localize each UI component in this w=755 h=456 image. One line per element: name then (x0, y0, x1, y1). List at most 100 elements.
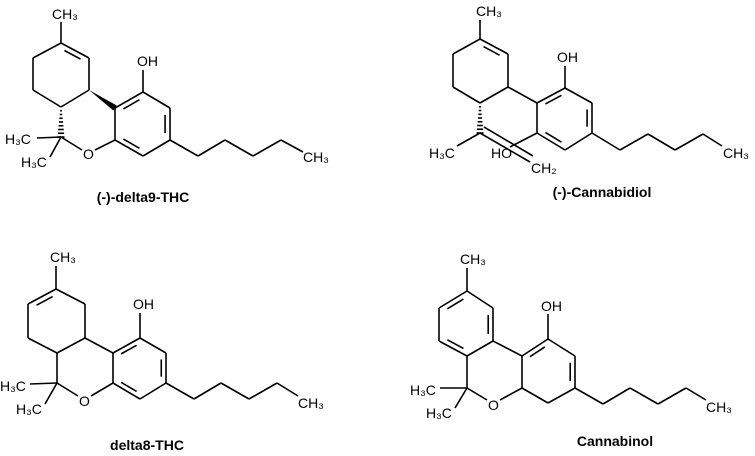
bond (466, 340, 494, 357)
atom-label: OH (541, 298, 562, 314)
bond (90, 382, 114, 397)
bond (629, 387, 659, 405)
bond (139, 337, 167, 354)
atom-label: H₃C (426, 405, 452, 421)
bond (446, 339, 464, 350)
atom-label: OH (557, 49, 578, 65)
wedge-bond (89, 90, 117, 111)
bond (123, 138, 140, 149)
atom-label: CH₃ (460, 251, 486, 267)
atom-label: O (488, 397, 499, 413)
molecule-delta9-thc: CH₃ OH O H₃C H₃C CH₃ (-)-delta9-THC (5, 6, 329, 205)
bond (619, 133, 649, 151)
atom-label: CH₃ (303, 149, 329, 165)
bond (112, 382, 141, 400)
bond (248, 382, 278, 400)
atom-label: O (83, 146, 94, 162)
bond (479, 86, 509, 104)
bond (574, 387, 604, 405)
bond (657, 387, 687, 405)
bond (602, 387, 631, 405)
bond (545, 94, 562, 105)
bond (114, 91, 144, 109)
bond (564, 132, 593, 151)
bond (36, 136, 62, 139)
bond (545, 131, 562, 143)
bond (32, 42, 62, 59)
atom-label: H₃C (16, 401, 42, 417)
molecule-name: Cannabinol (577, 433, 653, 449)
bond (647, 133, 676, 151)
bond (452, 38, 481, 55)
atom-label: CH₂ (531, 160, 557, 176)
bond (114, 139, 144, 157)
bond (120, 344, 138, 355)
bond (483, 126, 534, 157)
molecule-name: (-)-Cannabidiol (553, 184, 652, 200)
bond (507, 86, 538, 104)
bond (521, 338, 549, 357)
atom-label: H₃C (21, 154, 47, 170)
atom-label: CH₃ (706, 399, 732, 415)
atom-label: OH (133, 296, 154, 312)
bond (112, 337, 141, 354)
bond (547, 338, 576, 357)
molecule-name: delta8-THC (110, 437, 184, 453)
bond (466, 290, 494, 309)
bond (165, 382, 195, 400)
bond (197, 139, 226, 157)
bond (64, 49, 81, 60)
bond (44, 382, 58, 405)
bond (280, 139, 304, 153)
bond (220, 382, 250, 400)
bond (479, 38, 509, 55)
bond (536, 132, 566, 151)
bond (685, 387, 707, 401)
molecule-cannabinol: CH₃ OH O H₃C H₃C CH₃ Cannabinol (410, 251, 732, 449)
bond (142, 91, 171, 109)
bond (456, 132, 481, 147)
bond (252, 139, 282, 157)
bond (60, 89, 90, 108)
bond (224, 139, 254, 157)
atom-label: H₃C (5, 131, 31, 147)
bond (120, 381, 138, 393)
bond (36, 295, 54, 306)
bond (547, 387, 576, 404)
molecule-delta8-thc: CH₃ OH O H₃C H₃C CH₃ delta8-THC (0, 249, 324, 453)
bond (702, 133, 723, 147)
atom-label: CH₃ (723, 145, 749, 161)
bond (169, 139, 199, 157)
bond (536, 87, 566, 104)
bond (142, 139, 171, 157)
bond (466, 387, 488, 401)
bond (32, 89, 62, 108)
bond (84, 337, 114, 354)
atom-label: CH₃ (298, 395, 324, 411)
bond (276, 382, 299, 397)
molecule-cannabidiol: CH₃ OH HO H₃C CH₂ CH₃ (-)-Cannabidiol (429, 3, 749, 200)
bond (49, 136, 62, 158)
bond (193, 382, 222, 400)
atom-label: CH₃ (50, 249, 76, 265)
atom-label: CH₃ (476, 3, 502, 19)
bond (60, 136, 83, 151)
bond (139, 382, 167, 400)
bond (521, 387, 549, 404)
bond (29, 382, 58, 385)
bond (454, 387, 468, 409)
atom-label: H₃C (429, 145, 455, 161)
bond (56, 337, 86, 354)
bond (446, 298, 464, 310)
bond (564, 87, 593, 104)
bond (674, 133, 704, 151)
bond (27, 337, 58, 354)
bond (499, 387, 523, 401)
bond (123, 99, 140, 110)
bond (492, 340, 523, 357)
atom-label: HO (491, 145, 512, 161)
bond (60, 42, 90, 59)
bond (591, 132, 621, 151)
atom-label: H₃C (410, 382, 436, 398)
